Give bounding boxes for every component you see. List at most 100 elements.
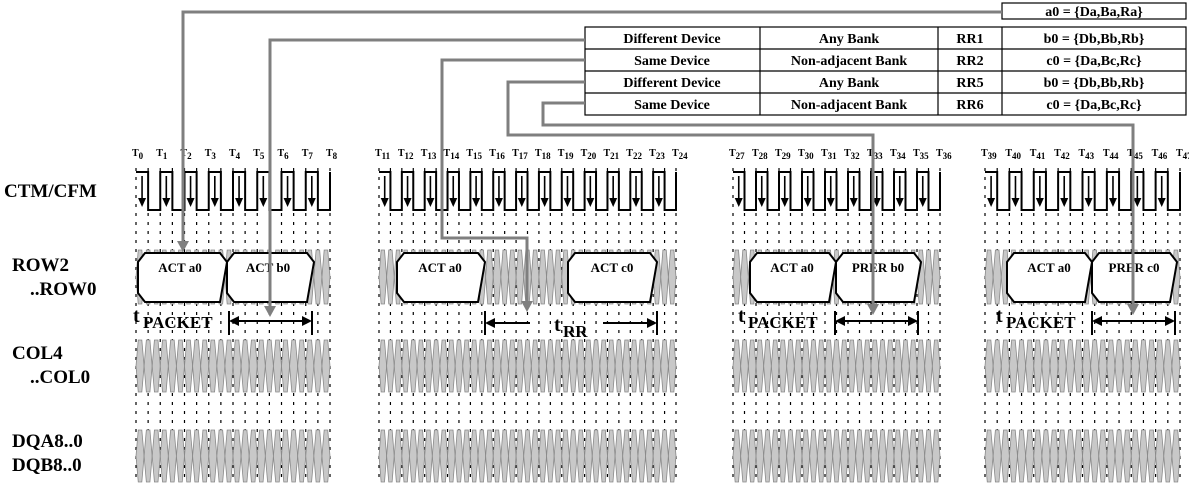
bus-cell [614,339,624,393]
bus-cell [755,339,765,393]
trr-label: t RR [554,314,588,341]
bus-cell [538,249,547,305]
table-cell-bank: Non-adjacent Bank [791,54,908,69]
clock-edge-arrow [283,198,292,207]
bus-cell [1057,339,1067,393]
bus-cell [931,429,941,483]
bus-cell [637,429,646,483]
bus-cell [424,339,433,393]
svg-text:PACKET: PACKET [1006,313,1076,332]
bus-cell [747,339,757,393]
arrowhead [264,306,276,317]
packet-prer-b0: PRER b0 [835,252,923,303]
clock-edge-arrow [632,198,641,207]
tick-label: T30 [798,148,814,161]
tpacket-arrow-2 [834,311,919,335]
bus-cell [1025,339,1035,393]
bus-cell [289,429,299,483]
bus-cell [297,339,307,393]
table-cell-device: Same Device [634,54,710,69]
tick-label: T44 [1103,148,1119,161]
bus-cell [931,339,941,393]
ctm-cfm-label: CTM/CFM [4,181,97,202]
bus-cell [176,429,185,483]
bus-cell [431,339,441,393]
table-cell-bank: Non-adjacent Bank [791,98,908,113]
clock-edge-arrow [987,198,996,207]
bus-cell [439,429,448,483]
bus-cell [143,429,153,483]
table-cell-code: RR1 [956,32,983,47]
bus-cell [200,339,210,393]
bus-cell [622,429,631,483]
svg-text:PRER b0: PRER b0 [852,260,904,275]
bus-cell [248,429,258,483]
clock-edge-arrow [826,198,835,207]
tick-label: T41 [1030,148,1046,161]
clock-edge-arrow [449,198,458,207]
bus-cell [485,429,494,483]
bus-cell [1147,339,1157,393]
table-cell-bank: Any Bank [819,76,880,91]
bus-cell [321,339,331,393]
bus-cell [508,429,517,483]
arrow-rr6-ref [541,101,1135,308]
bus-cell [614,429,624,483]
bus-cell [216,339,226,393]
bus-cell [908,429,918,483]
bus-cell [786,429,795,483]
clock-edge-arrow [563,198,572,207]
bus-cell [1033,339,1043,393]
arrowhead [1127,304,1139,315]
tick-label: T28 [752,148,768,161]
bus-cell [816,339,826,393]
bus-cell [151,339,161,393]
bus-cell [454,429,464,483]
bus-cell [1082,339,1092,393]
bus-cell [515,249,525,305]
bus-cell [289,339,299,393]
bus-cell [492,429,502,483]
tick-label: T39 [981,148,997,161]
clock-edge-arrow [235,198,244,207]
table-cell-device: Same Device [634,98,710,113]
bus-cell [281,339,290,393]
bus-cell [224,339,234,393]
clock-edge-arrow [307,198,316,207]
bus-cell [847,339,857,393]
bus-cell [901,429,910,483]
tick-label: T32 [844,148,860,161]
bus-cell [485,249,494,305]
svg-text:ACT c0: ACT c0 [591,260,634,275]
bus-cell [240,339,250,393]
bus-cell [1147,429,1157,483]
clock-edge-arrow [259,198,268,207]
tick-label: T13 [421,148,437,161]
bus-cell [916,429,926,483]
clock-edge-arrow [918,198,927,207]
bus-cell [599,339,608,393]
tick-label: T3 [205,148,217,161]
bus-cell [1098,339,1108,393]
bus-cell [386,429,395,483]
tick-label: T15 [466,148,482,161]
bus-cell [660,429,669,483]
bus-cell [732,339,742,393]
bus-cell [523,339,532,393]
bus-cell [386,339,395,393]
col-label-1: COL4 [12,343,63,364]
bus-cell [637,339,646,393]
bus-cell [216,429,226,483]
svg-text:ACT a0: ACT a0 [418,260,461,275]
bus-cell [401,339,410,393]
bus-cell [281,429,290,483]
packet-act-a0: ACT a0 [137,252,229,303]
bus-cell [801,429,811,483]
tick-label: T43 [1079,148,1095,161]
bus-cell [740,249,749,305]
bus-cell [839,429,849,483]
bus-cell [747,429,757,483]
bus-cell [1130,429,1140,483]
tpacket-label-1: t PACKET [133,305,213,332]
